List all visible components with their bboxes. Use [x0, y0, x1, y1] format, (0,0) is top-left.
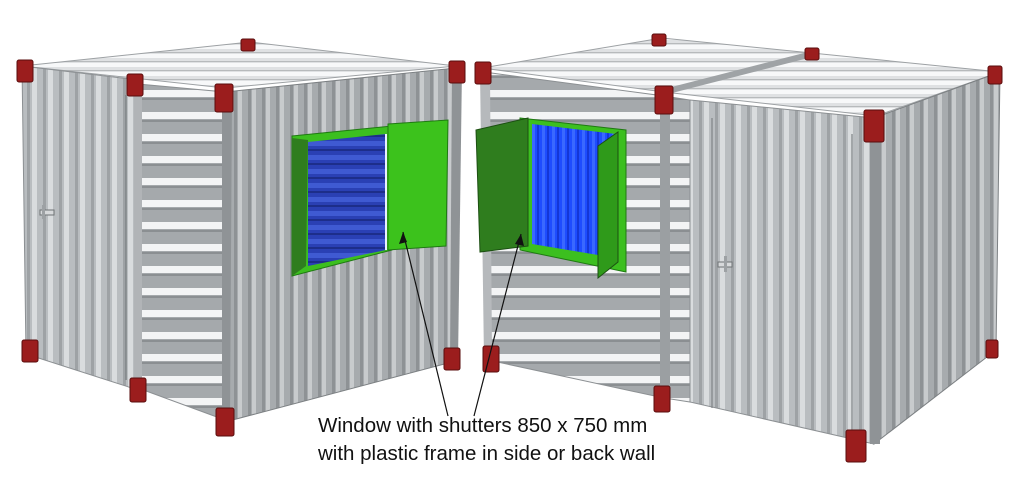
right-window-shutter-left	[475, 117, 529, 253]
caption: Window with shutters 850 x 750 mm with p…	[318, 412, 738, 468]
right-window-shutter-right	[597, 131, 619, 280]
left-window-glass	[308, 134, 386, 266]
right-window-glass	[532, 124, 616, 258]
right-door-wall	[689, 99, 875, 445]
right-roof	[481, 37, 1001, 117]
corner-casting-icon	[474, 33, 1003, 463]
right-end-wall	[873, 71, 1001, 446]
corner-casting-icon	[16, 38, 466, 437]
left-window-shutter-right	[387, 119, 449, 251]
pointer-line-left-window	[402, 231, 449, 417]
left-side-wall	[137, 83, 226, 421]
left-door-wall	[21, 65, 139, 391]
door-handle-icon	[717, 256, 733, 272]
caption-line-2: with plastic frame in side or back wall	[318, 442, 656, 465]
right-container	[474, 33, 1003, 463]
left-window-shutter-left	[292, 138, 308, 276]
pointer-line-right-window	[473, 233, 522, 417]
left-container	[16, 38, 466, 437]
door-handle-icon	[39, 205, 55, 219]
caption-line-1: Window with shutters 850 x 750 mm	[318, 414, 648, 437]
